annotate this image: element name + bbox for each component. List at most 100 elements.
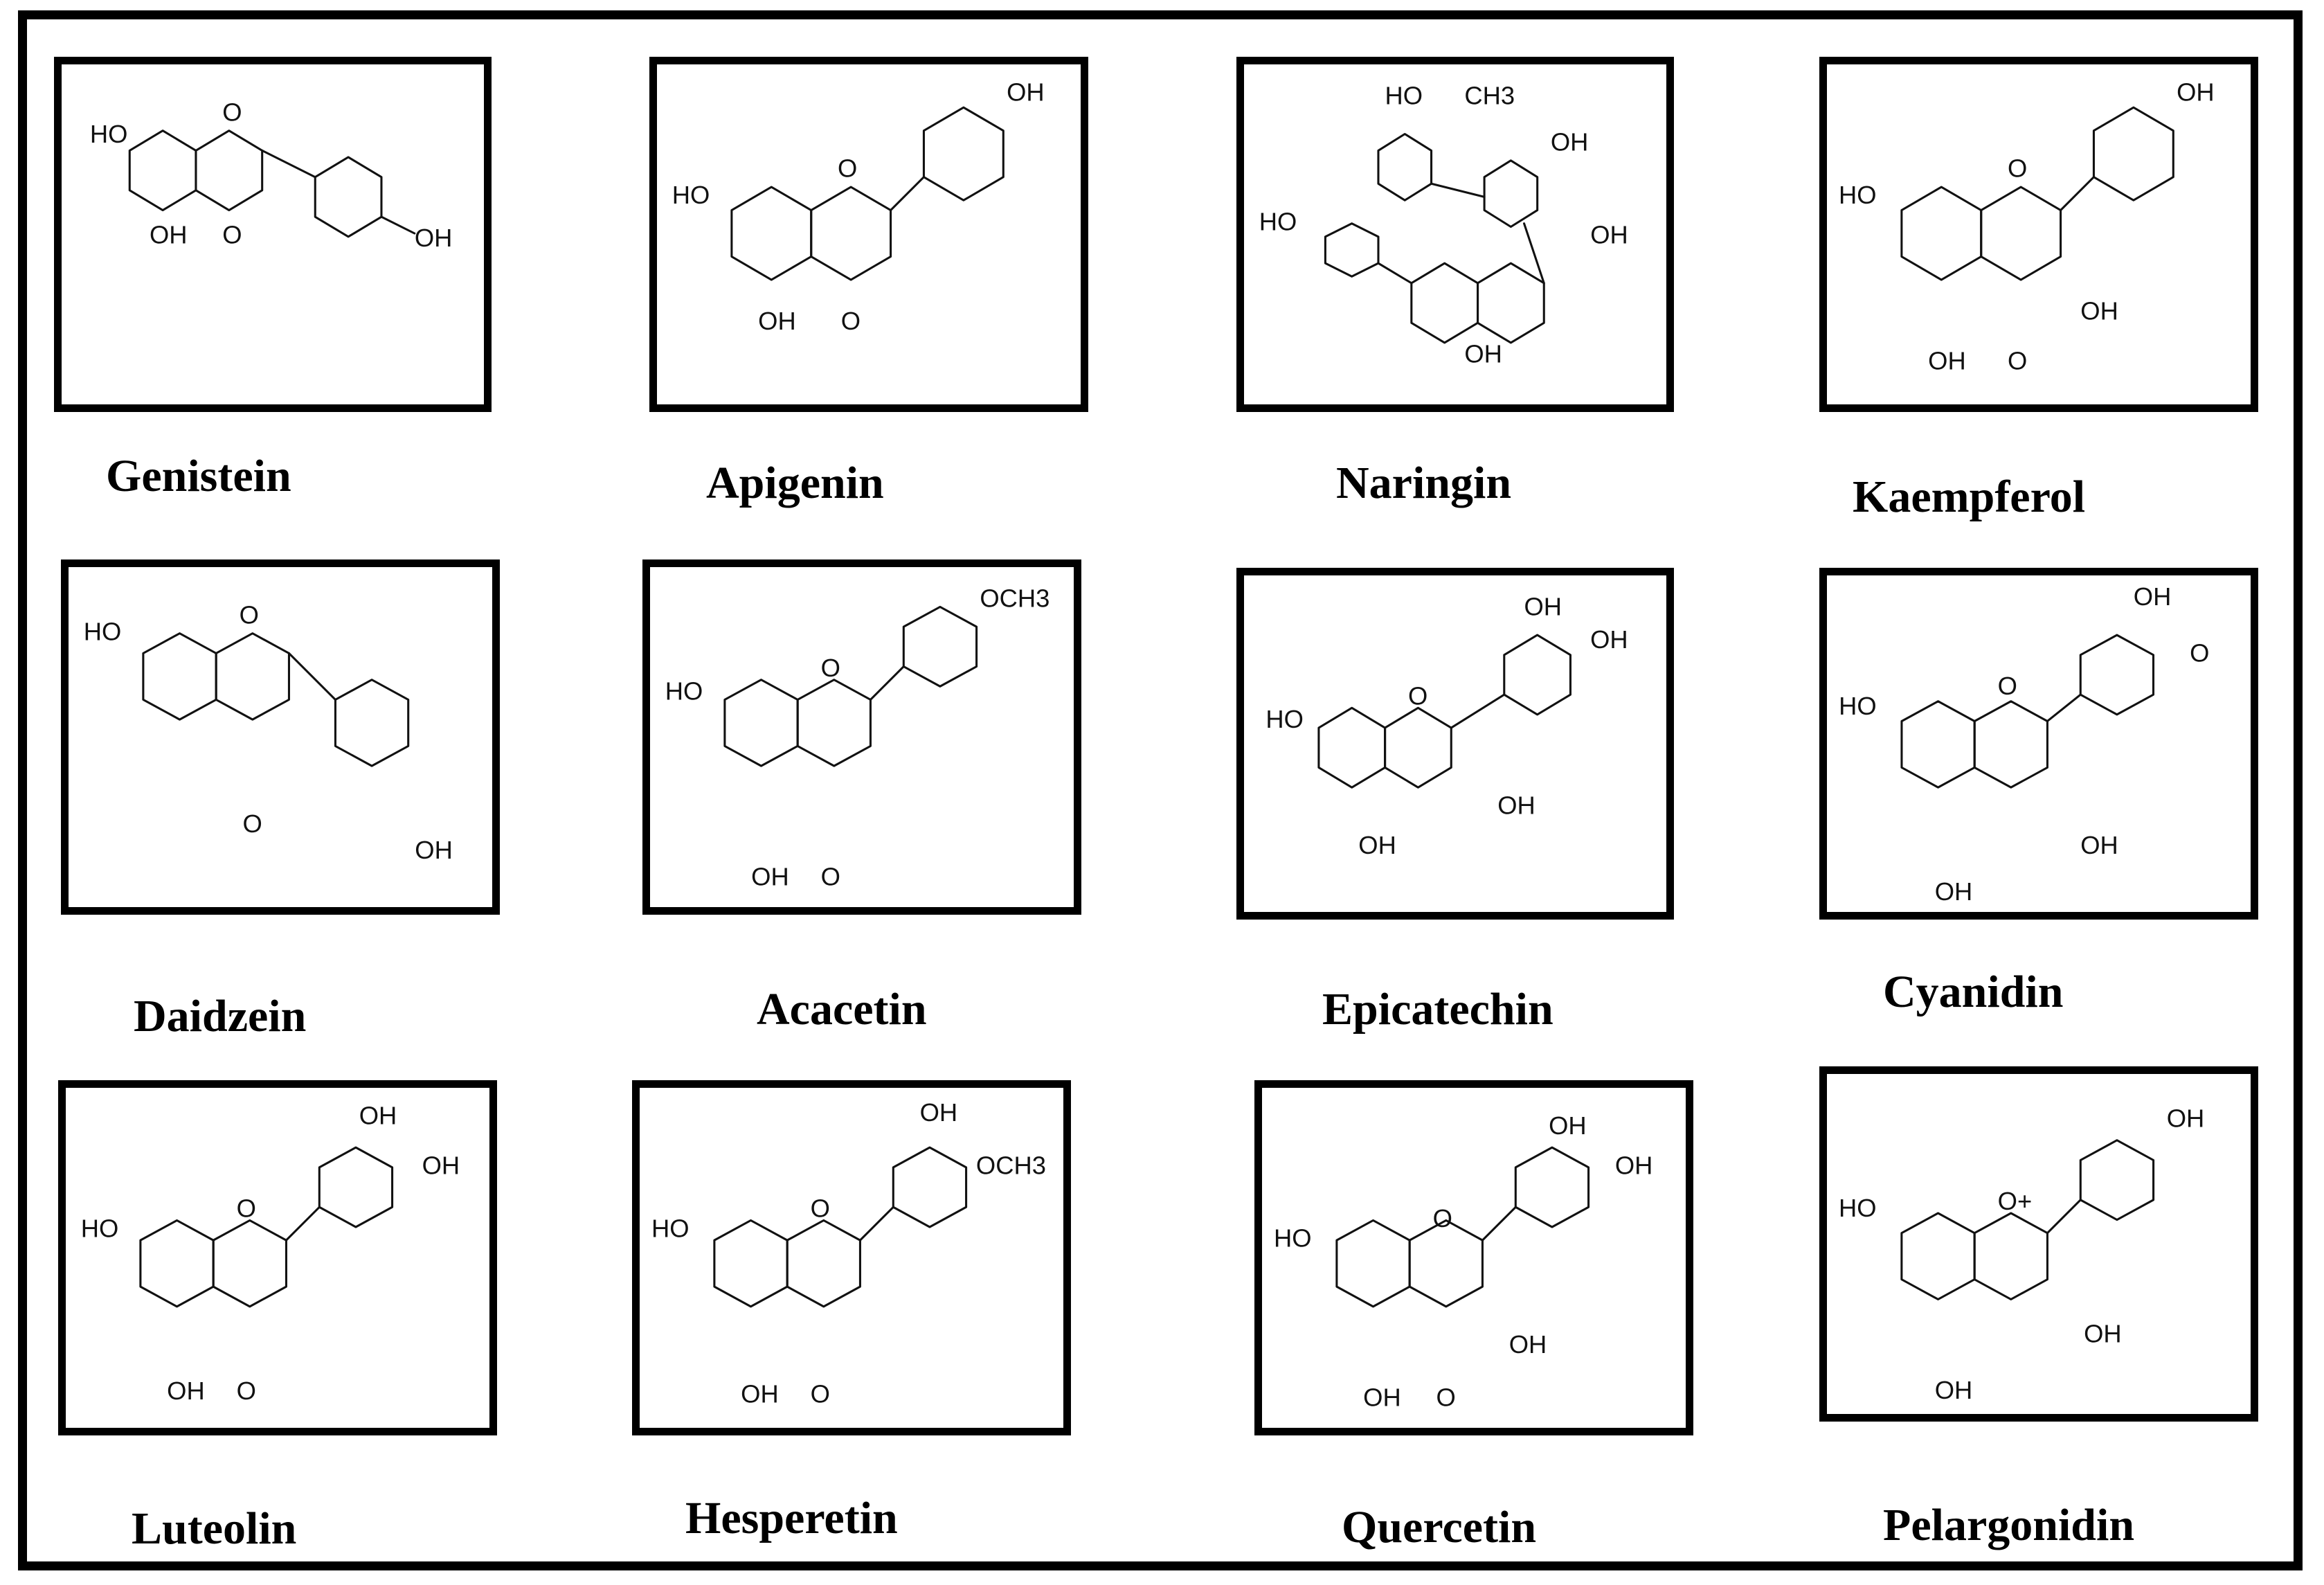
svg-text:OH: OH (415, 836, 453, 864)
svg-text:O: O (1436, 1383, 1455, 1411)
compound-label: Luteolin (132, 1503, 297, 1554)
acacetin-diagram: HO O OH O OCH3 (665, 584, 1050, 890)
pelargonidin-structure: HO O+ OH OH OH (1819, 1066, 2258, 1422)
svg-text:OH: OH (2080, 831, 2118, 859)
compound-label: Cyanidin (1883, 967, 2064, 1017)
svg-text:OH: OH (2084, 1320, 2122, 1348)
svg-text:OH: OH (2080, 296, 2118, 325)
svg-text:O: O (222, 98, 242, 126)
svg-text:OH: OH (920, 1098, 958, 1127)
svg-text:OH: OH (150, 220, 188, 249)
svg-text:OH: OH (1007, 78, 1045, 107)
luteolin-diagram: HO O OH O OH OH (81, 1102, 460, 1405)
cyanidin-diagram: HO O OH OH OH O (1839, 582, 2209, 906)
epicatechin-structure: HO O OH OH OH OH (1236, 568, 1674, 920)
svg-text:OH: OH (1935, 1376, 1973, 1404)
svg-text:HO: HO (1839, 692, 1877, 720)
svg-text:O: O (1998, 672, 2017, 700)
svg-text:O: O (1408, 682, 1427, 710)
compound-label: Quercetin (1342, 1502, 1537, 1552)
svg-text:HO: HO (1385, 81, 1423, 109)
epicatechin-diagram: HO O OH OH OH OH (1265, 592, 1628, 859)
compound-label: Epicatechin (1322, 984, 1553, 1035)
svg-text:HO: HO (1839, 181, 1877, 209)
svg-text:HO: HO (665, 677, 703, 705)
svg-text:O: O (811, 1194, 830, 1223)
svg-text:OH: OH (1551, 127, 1589, 156)
svg-text:OH: OH (1615, 1151, 1653, 1179)
apigenin-diagram: HO O OH O OH (672, 78, 1045, 335)
pelargonidin-diagram: HO O+ OH OH OH (1839, 1104, 2205, 1404)
svg-text:HO: HO (1274, 1224, 1312, 1253)
svg-text:OH: OH (1590, 625, 1628, 654)
apigenin-structure: HO O OH O OH (649, 57, 1088, 412)
svg-text:OH: OH (1509, 1330, 1547, 1359)
svg-text:OH: OH (2177, 78, 2215, 107)
svg-text:OCH3: OCH3 (980, 584, 1050, 612)
acacetin-structure: HO O OH O OCH3 (642, 559, 1081, 915)
svg-text:OH: OH (1497, 791, 1535, 819)
svg-text:O: O (811, 1380, 830, 1408)
svg-text:O: O (2008, 154, 2027, 183)
svg-text:HO: HO (672, 181, 710, 209)
genistein-structure: HO O OH O OH (54, 57, 492, 412)
svg-text:OH: OH (1524, 592, 1562, 620)
svg-text:O: O (222, 220, 242, 249)
svg-text:HO: HO (81, 1214, 119, 1242)
svg-text:HO: HO (1265, 705, 1304, 733)
svg-text:O: O (240, 600, 259, 629)
svg-text:O: O (237, 1194, 256, 1223)
kaempferol-diagram: HO O OH OH O OH (1839, 78, 2215, 375)
svg-text:OH: OH (1928, 346, 1966, 375)
daidzein-structure: HO O O OH (61, 559, 500, 915)
kaempferol-structure: HO O OH OH O OH (1819, 57, 2258, 412)
compound-label: Daidzein (134, 991, 307, 1041)
svg-text:OH: OH (2134, 582, 2172, 611)
svg-text:OH: OH (359, 1102, 397, 1130)
svg-text:HO: HO (1839, 1194, 1877, 1222)
compound-label: Hesperetin (685, 1493, 898, 1543)
naringin-diagram: HO HO CH3 OH OH OH (1259, 81, 1628, 368)
quercetin-structure: HO O OH OH O OH OH (1254, 1080, 1693, 1435)
genistein-diagram: HO O OH O OH (90, 98, 453, 252)
svg-text:OH: OH (1549, 1111, 1587, 1140)
svg-text:O: O (242, 809, 262, 838)
svg-text:OH: OH (422, 1151, 460, 1179)
svg-text:O: O (841, 307, 861, 335)
compound-label: Kaempferol (1853, 472, 2086, 522)
cyanidin-structure: HO O OH OH OH O (1819, 568, 2258, 920)
daidzein-diagram: HO O O OH (84, 600, 453, 864)
svg-text:OH: OH (167, 1377, 205, 1405)
svg-text:OH: OH (1464, 340, 1502, 368)
svg-text:OCH3: OCH3 (976, 1151, 1046, 1179)
svg-text:OH: OH (1363, 1383, 1401, 1411)
compound-label: Genistein (106, 451, 291, 501)
compound-label: Naringin (1336, 458, 1512, 508)
svg-text:OH: OH (2167, 1104, 2205, 1133)
compound-label: Acacetin (757, 984, 927, 1035)
svg-text:HO: HO (90, 120, 128, 148)
svg-text:O: O (237, 1377, 256, 1405)
svg-text:O: O (821, 862, 840, 890)
svg-text:HO: HO (651, 1214, 690, 1242)
svg-text:O: O (2008, 346, 2027, 375)
hesperetin-structure: HO O OH O OH OCH3 (632, 1080, 1071, 1435)
luteolin-structure: HO O OH O OH OH (58, 1080, 497, 1435)
hesperetin-diagram: HO O OH O OH OCH3 (651, 1098, 1046, 1408)
naringin-structure: HO HO CH3 OH OH OH (1236, 57, 1674, 412)
svg-text:OH: OH (741, 1380, 779, 1408)
svg-text:OH: OH (758, 307, 796, 335)
svg-text:O+: O+ (1998, 1187, 2033, 1215)
svg-text:HO: HO (1259, 207, 1297, 235)
svg-text:O: O (1433, 1204, 1452, 1233)
compound-label: Apigenin (706, 458, 884, 508)
svg-text:OH: OH (1590, 220, 1628, 249)
svg-text:OH: OH (1358, 831, 1396, 859)
quercetin-diagram: HO O OH OH O OH OH (1274, 1111, 1653, 1411)
svg-text:O: O (2190, 638, 2209, 667)
svg-text:HO: HO (84, 617, 122, 645)
svg-text:O: O (838, 154, 857, 183)
figure-border (18, 10, 2303, 1570)
svg-text:O: O (821, 654, 840, 682)
svg-text:OH: OH (751, 862, 789, 890)
